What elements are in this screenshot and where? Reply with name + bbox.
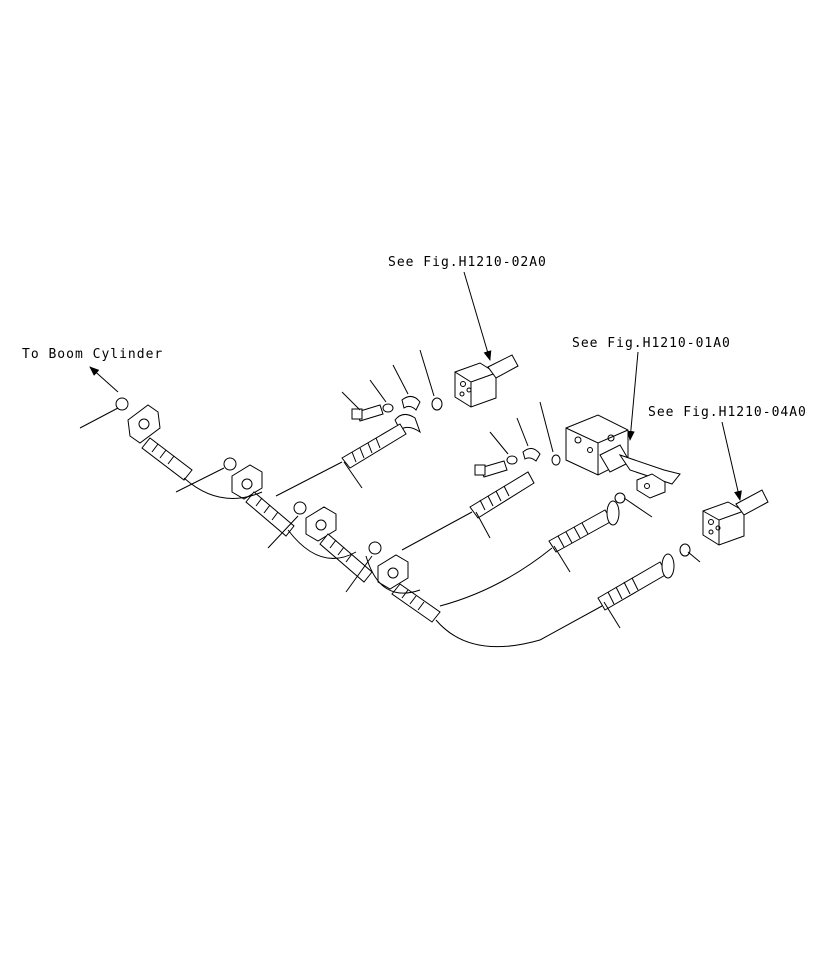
flange-2 [223,457,295,537]
valve-block-01 [565,414,681,504]
hose-end-right-upper [548,500,620,553]
valve-block-04 [679,489,769,557]
fig-01-arrow [626,351,639,441]
fitting-group-upper [341,396,421,469]
hose-end-right-lower [597,553,675,611]
fig-04-arrow [721,421,742,501]
fitting-group-middle [469,448,561,519]
see-fig-04-label: See Fig.H1210-04A0 [648,405,807,420]
see-fig-01-label: See Fig.H1210-01A0 [572,336,731,351]
fig-02-arrow [463,271,492,361]
leader-lines [79,349,701,629]
valve-block-02 [431,354,519,411]
to-boom-arrow [89,366,119,393]
flange-3 [293,501,373,583]
to-boom-cylinder-label: To Boom Cylinder [22,347,163,362]
flange-4 [368,541,441,623]
flange-1 [115,397,193,481]
see-fig-02-label: See Fig.H1210-02A0 [388,255,547,270]
